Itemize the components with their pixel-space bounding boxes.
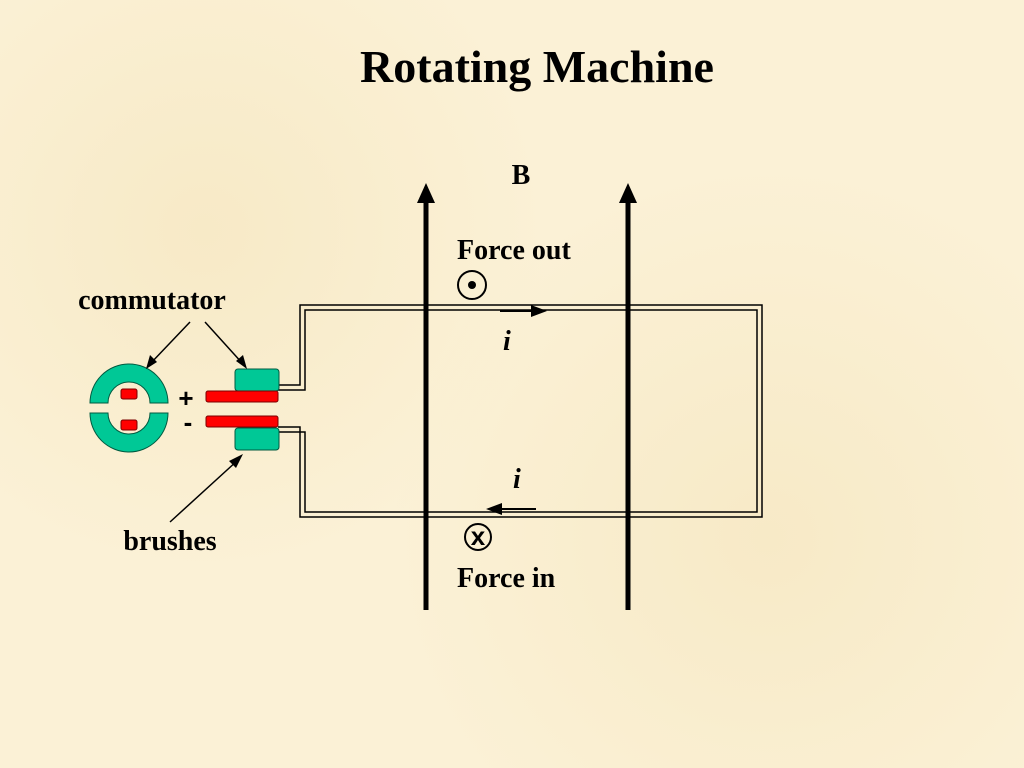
into-page-icon: x <box>464 521 492 551</box>
commutator-ring-icon <box>89 363 169 453</box>
commutator-arrowhead-left <box>146 355 157 369</box>
brush-positive <box>205 390 279 403</box>
commutator-arrowhead-right <box>236 355 247 369</box>
commutator-leader-lines <box>149 321 244 365</box>
out-of-page-icon <box>457 270 487 300</box>
brush-negative <box>205 415 279 428</box>
force-in-label: Force in <box>457 563 556 594</box>
page-title: Rotating Machine <box>360 41 714 92</box>
brushes-label: brushes <box>123 526 216 557</box>
current-label-bottom: i <box>513 464 521 495</box>
force-out-label: Force out <box>457 235 571 266</box>
field-label: B <box>512 160 531 191</box>
field-line-right <box>619 183 637 610</box>
current-arrow-top <box>500 305 547 317</box>
current-label-top: i <box>503 326 511 357</box>
commutator-label: commutator <box>78 285 226 316</box>
commutator-segment-bottom <box>234 427 280 451</box>
brushes-leader-line <box>169 454 243 523</box>
field-line-left <box>417 183 435 610</box>
current-arrow-bottom <box>486 503 536 515</box>
minus-sign: - <box>184 407 193 437</box>
plus-sign: + <box>178 383 193 413</box>
commutator-segment-top <box>234 368 280 392</box>
cross-symbol: x <box>471 521 486 551</box>
wire-loop <box>278 304 763 518</box>
